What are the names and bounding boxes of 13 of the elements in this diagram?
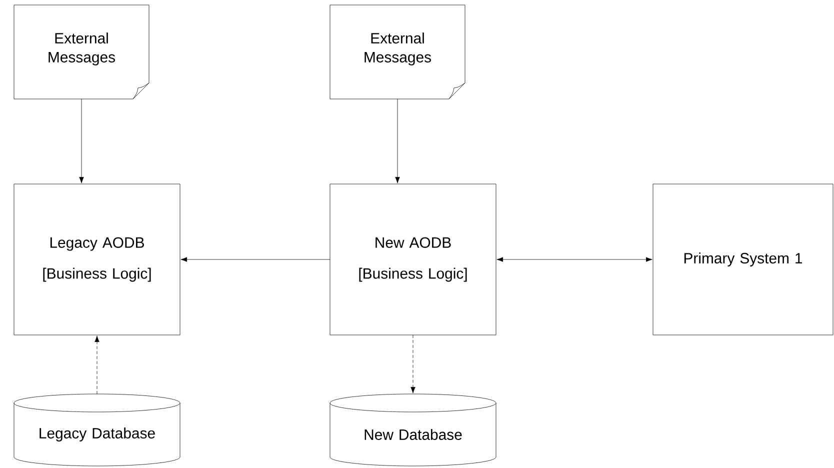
database-cylinder: New Database: [330, 394, 496, 466]
process-box: Primary System 1: [652, 184, 834, 336]
process-box: Legacy AODB [Business Logic]: [14, 184, 180, 336]
arrow: [496, 257, 652, 262]
arrow: [395, 98, 400, 184]
arrow: [410, 334, 416, 394]
process-box: New AODB [Business Logic]: [330, 184, 496, 336]
arrow: [79, 98, 84, 184]
arrow: [94, 336, 100, 394]
database-cylinder: Legacy Database: [14, 394, 180, 466]
arrow: [180, 257, 330, 262]
node-label: Legacy Database: [40, 428, 155, 442]
node-label: New Database: [364, 429, 462, 440]
